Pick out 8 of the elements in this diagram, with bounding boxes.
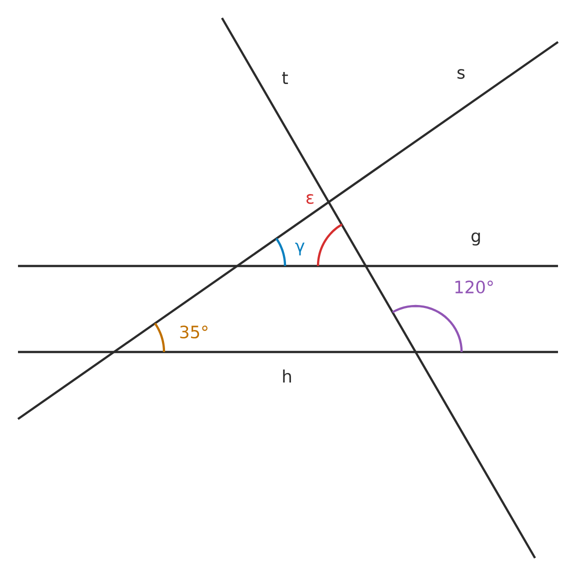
line-label: h — [283, 370, 291, 382]
angle-label: 35° — [180, 326, 208, 338]
line-label: s — [458, 69, 465, 79]
line-label: t — [282, 72, 288, 84]
angle-label: ε — [306, 194, 314, 204]
angle-label: γ — [295, 242, 305, 256]
angle-label: 120° — [455, 280, 493, 294]
line-label: g — [472, 232, 480, 246]
